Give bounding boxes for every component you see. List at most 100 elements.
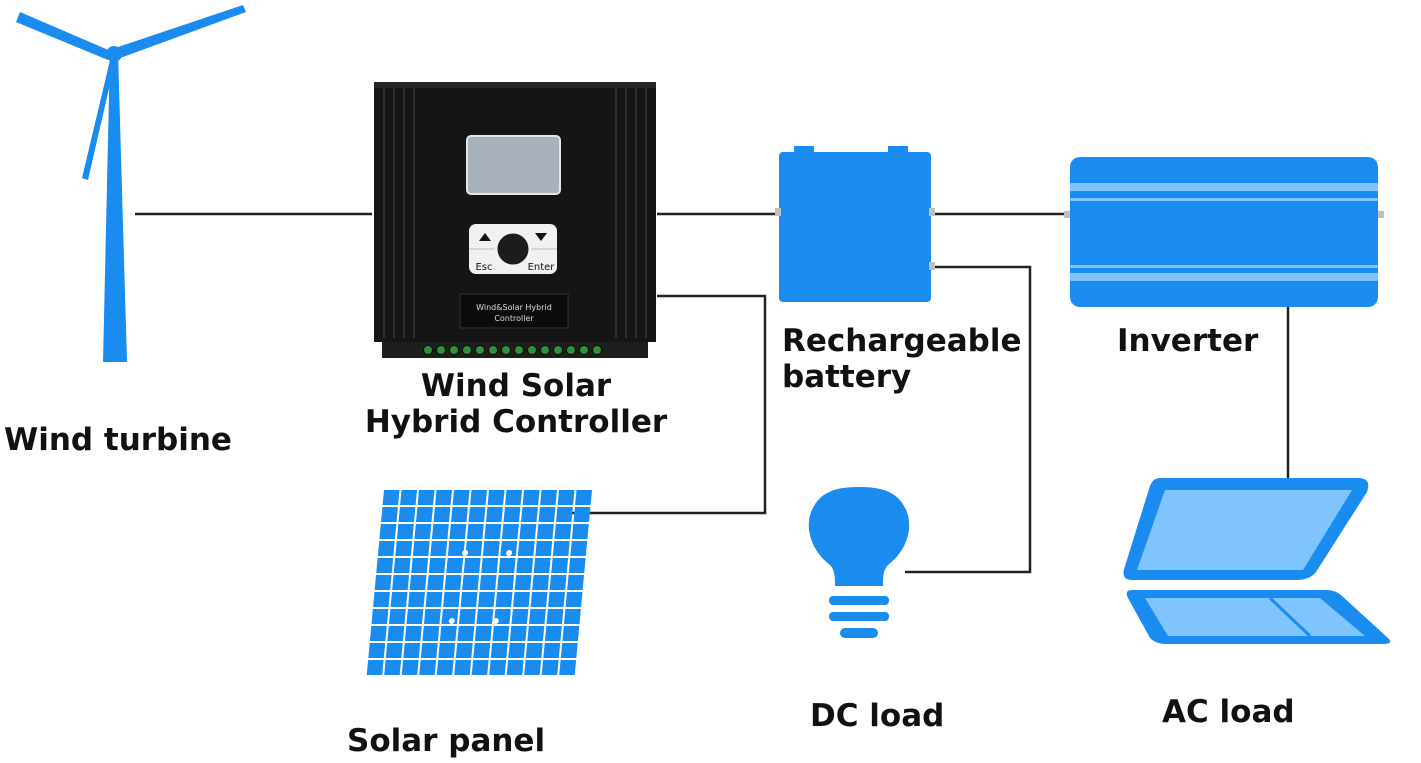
solar-cell [371,609,389,624]
solar-cell [454,660,472,675]
controller-knob [494,230,532,268]
solar-cell [570,541,588,556]
solar-cell [369,626,387,641]
terminal-screw [423,345,433,355]
solar-cell [568,558,586,573]
solar-cell [533,558,551,573]
solar-panel-icon [366,490,592,675]
solar-cell [404,626,422,641]
solar-cell [396,524,414,539]
solar-cell [451,507,468,522]
terminal-screw [436,345,446,355]
solar-cell [513,592,530,607]
solar-cell [393,558,411,573]
arrow-down-icon [535,233,547,241]
solar-cell [567,575,585,590]
controller-device-icon: Esc Enter Wind&Solar Hybrid Controller [374,82,656,358]
solar-cell [560,643,578,658]
solar-cell [433,507,451,522]
dc-load-label-text: DC load [810,698,945,734]
solar-cell [546,609,564,624]
solar-cell [575,490,592,505]
solar-cell [377,541,395,556]
wind-turbine-label-text: Wind turbine [4,422,232,458]
solar-cell [525,643,543,658]
solar-cell [398,507,416,522]
solar-cell [460,592,478,607]
solar-cell [478,592,495,607]
solar-cell [412,541,430,556]
solar-cell [487,490,505,505]
solar-cell [498,558,516,573]
solar-cell [527,626,545,641]
solar-cell [387,626,405,641]
inverter-icon [1064,157,1384,307]
plate-line-2: Controller [494,314,534,323]
solar-cell [482,541,500,556]
terminal-screw [501,345,511,355]
controller-screen [466,135,561,195]
solar-cell [563,609,581,624]
enter-key-label: Enter [528,262,556,273]
solar-panel-label: Solar panel [347,723,545,759]
terminal-screw [514,345,524,355]
solar-panel-label-text: Solar panel [347,723,546,759]
ac-load-label: AC load [1162,694,1295,730]
terminal-screw [527,345,537,355]
solar-cell [379,524,397,539]
solar-cell [508,643,526,658]
solar-cell [543,643,561,658]
solar-cell [436,660,454,675]
solar-cell [414,524,432,539]
solar-cell [381,507,398,522]
solar-cell [517,541,535,556]
solar-cell [447,541,465,556]
solar-cell [571,524,589,539]
solar-cell [544,626,562,641]
solar-cell [455,643,473,658]
solar-cell [511,609,529,624]
terminal-screw [488,345,498,355]
solar-cell [538,507,556,522]
solar-cell [466,524,484,539]
solar-cell [557,490,575,505]
controller-label: Wind Solar Hybrid Controller [356,368,676,440]
solar-cell [497,575,515,590]
solar-cell [514,575,532,590]
solar-cell [444,575,462,590]
solar-cell [495,592,513,607]
solar-cell [532,575,550,590]
solar-cell [366,660,384,675]
solar-cell [490,643,508,658]
solar-cell [535,541,553,556]
solar-cell [473,643,491,658]
terminal-screw [592,345,602,355]
terminal-screw [462,345,472,355]
solar-cell [573,507,591,522]
solar-cell [430,541,448,556]
solar-cell [474,626,492,641]
solar-cell [416,507,433,522]
solar-cell [505,490,522,505]
ac-load-label-text: AC load [1162,694,1295,730]
solar-cell [470,490,487,505]
wire-battery-dcload [905,265,1032,574]
solar-cell [446,558,464,573]
dc-load-label: DC load [810,698,944,734]
solar-cell [489,660,507,675]
solar-cell [449,524,467,539]
wire-controller-solar [570,294,767,515]
terminal-screw [540,345,550,355]
solar-cell [548,592,565,607]
wind-turbine-icon [16,5,246,362]
laptop-icon [1123,478,1391,644]
terminal-screw [475,345,485,355]
solar-cell [565,592,583,607]
solar-cell [552,541,570,556]
solar-cell [452,490,470,505]
solar-cell [439,626,457,641]
solar-cell [551,558,569,573]
solar-cell [425,592,443,607]
solar-cell [501,524,519,539]
solar-cell [524,660,542,675]
